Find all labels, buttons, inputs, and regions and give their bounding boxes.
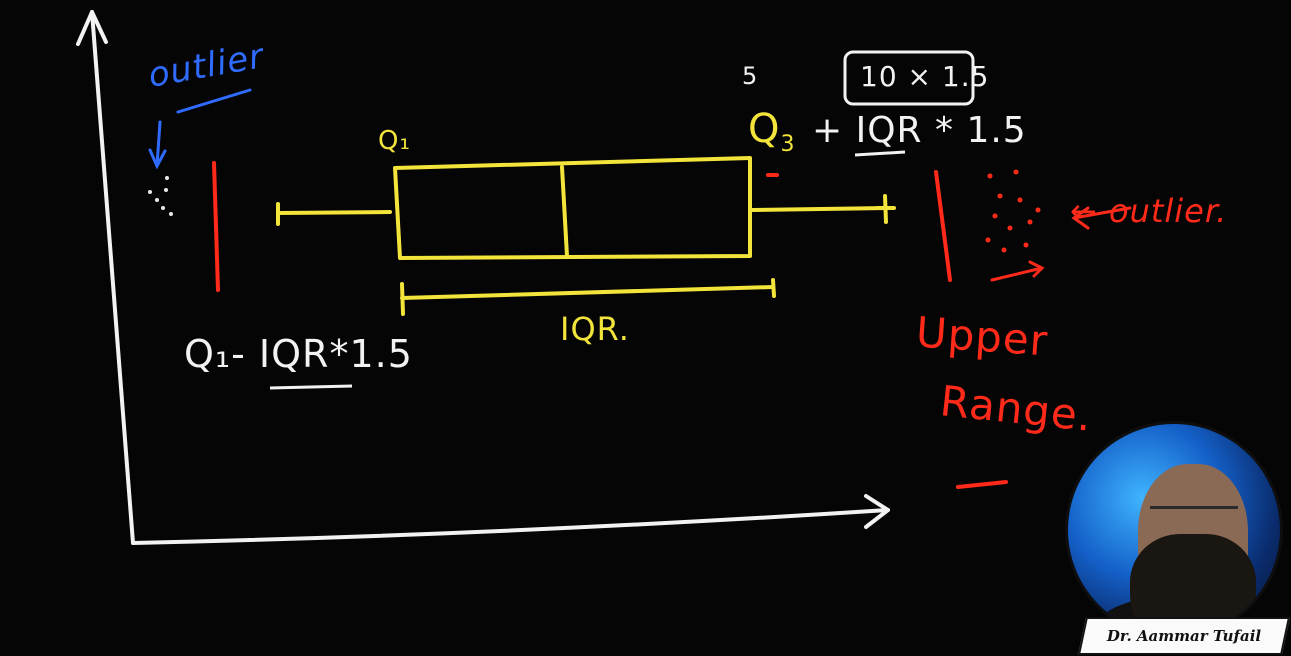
blue-underline (176, 88, 252, 114)
right-small-arrow (990, 260, 1045, 282)
lower-fence-formula: Q₁- IQR*1.5 (184, 332, 413, 376)
upper-range-underline (956, 480, 1008, 489)
y-axis-arrowhead (76, 10, 108, 46)
right-outlier-arrow (1071, 206, 1132, 230)
lower-fence-line (212, 161, 220, 292)
median-line (560, 165, 569, 258)
iqr-underline-bottom (269, 384, 353, 390)
x-axis-arrowhead (864, 494, 890, 529)
q3-formula-text: + IQR * 1.5 (812, 110, 1027, 151)
boxed-formula-text: 10 × 1.5 (860, 60, 990, 93)
q3-symbol: Q3 (748, 106, 795, 157)
iqr-bracket-right-tick (771, 278, 776, 298)
x-axis (131, 508, 890, 545)
iqr-bracket-left-tick (400, 282, 405, 316)
boxed-formula-frame (843, 50, 975, 106)
blue-arrow-shaft (155, 120, 162, 168)
presenter-name: Dr. Aammar Tufail (1106, 627, 1262, 645)
left-outlier-dots (148, 176, 173, 216)
q3-letter: Q (748, 106, 781, 152)
q1-label: Q₁ (378, 126, 411, 156)
iqr-bracket (400, 285, 775, 300)
box (393, 156, 752, 260)
right-outlier-dots (985, 169, 1041, 253)
iqr-underline-top (854, 150, 906, 157)
upper-fence-line (934, 170, 952, 282)
box-plot (276, 156, 896, 316)
presenter-webcam (1068, 424, 1280, 636)
y-axis (90, 10, 135, 545)
fences (212, 161, 1008, 489)
blue-arrow-head (148, 148, 167, 170)
left-whisker (276, 210, 392, 215)
small-five-label: 5 (742, 62, 759, 90)
blue-outlier-arrow (148, 88, 252, 170)
axes (76, 10, 890, 545)
upper-range-line1: Upper (914, 307, 1050, 366)
presenter-glasses (1150, 506, 1238, 523)
q3-subscript: 3 (780, 132, 796, 157)
iqr-label: IQR. (560, 310, 630, 348)
right-whisker (750, 206, 890, 212)
right-outlier-label: ← outlier. (1070, 192, 1228, 230)
presenter-name-badge: Dr. Aammar Tufail (1077, 617, 1291, 655)
